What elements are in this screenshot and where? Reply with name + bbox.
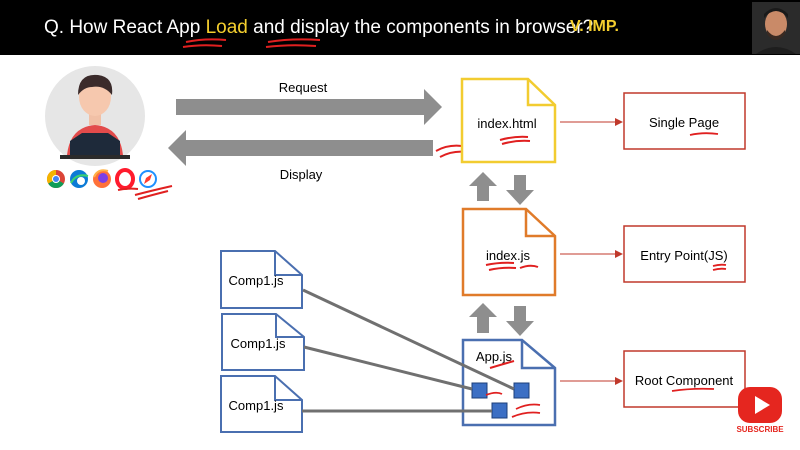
entry-point-label: Entry Point(JS) — [640, 248, 727, 263]
safari-icon — [139, 170, 157, 188]
question-title: Q. How React App Load and display the co… — [44, 17, 593, 39]
comp-file-3-label: Comp1.js — [229, 398, 284, 413]
request-label: Request — [279, 80, 328, 95]
subscribe-button[interactable]: SUBSCRIBE — [734, 383, 786, 435]
component-slot-1 — [471, 382, 488, 399]
single-page-box — [623, 92, 746, 150]
chrome-icon — [46, 170, 65, 189]
comp-2-connector — [303, 345, 473, 391]
question-and: and — [247, 17, 291, 38]
edge-icon — [70, 170, 89, 188]
comp-1-connector — [302, 288, 515, 391]
header-annotations — [182, 38, 321, 48]
request-arrow — [176, 89, 442, 125]
user-avatar — [45, 66, 145, 166]
display-label: Display — [280, 167, 323, 182]
up-arrow-1 — [469, 172, 497, 201]
question-prefix: Q. How React App — [44, 17, 206, 38]
comp-file-2 — [221, 313, 305, 371]
question-word-display: display — [290, 17, 350, 38]
down-arrow-1 — [506, 175, 534, 205]
browser-annotation — [117, 187, 139, 191]
entry-point-box — [623, 225, 746, 283]
opera-icon — [115, 168, 135, 190]
single-page-label: Single Page — [649, 115, 719, 130]
up-arrow-2 — [469, 303, 497, 333]
subscribe-label: SUBSCRIBE — [736, 425, 784, 434]
comp-file-1 — [220, 250, 303, 309]
index-html-label: index.html — [477, 116, 536, 131]
question-suffix: the components in browser? — [349, 17, 594, 38]
firefox-icon — [93, 169, 111, 188]
index-html-file — [460, 77, 557, 164]
play-icon — [738, 387, 782, 423]
root-component-label: Root Component — [635, 373, 734, 388]
display-arrow — [168, 130, 433, 166]
comp-file-1-label: Comp1.js — [229, 273, 284, 288]
presenter-avatar — [752, 2, 800, 54]
comp-file-2-label: Comp1.js — [231, 336, 286, 351]
question-word-load: Load — [205, 17, 248, 38]
down-arrow-2 — [506, 306, 534, 336]
component-slot-2 — [513, 382, 530, 399]
importance-badge: V. IMP. — [570, 18, 619, 35]
comp-file-3 — [220, 375, 303, 433]
index-js-file — [461, 207, 557, 297]
app-js-label: App.js — [476, 349, 513, 364]
index-js-label: index.js — [486, 248, 531, 263]
root-component-box — [623, 350, 746, 408]
header-bar: Q. How React App Load and display the co… — [0, 0, 800, 55]
component-slot-3 — [491, 402, 508, 419]
diagram-canvas: Request Display index.html Single Page i… — [45, 66, 746, 433]
